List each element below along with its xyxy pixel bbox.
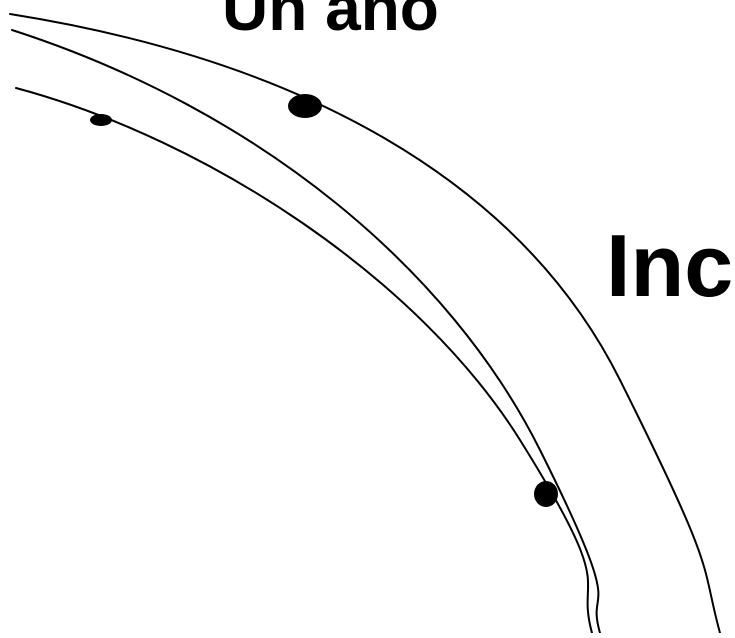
diagram-label-right: Inc: [606, 222, 733, 310]
planet-marker-inner: [90, 114, 112, 126]
inner-orbit-arc: [16, 88, 592, 633]
diagram-label-top: Un año: [222, 0, 439, 40]
planet-marker-outer: [288, 94, 322, 118]
outer-orbit-arc: [10, 14, 720, 633]
planet-marker-crossing: [534, 481, 558, 507]
